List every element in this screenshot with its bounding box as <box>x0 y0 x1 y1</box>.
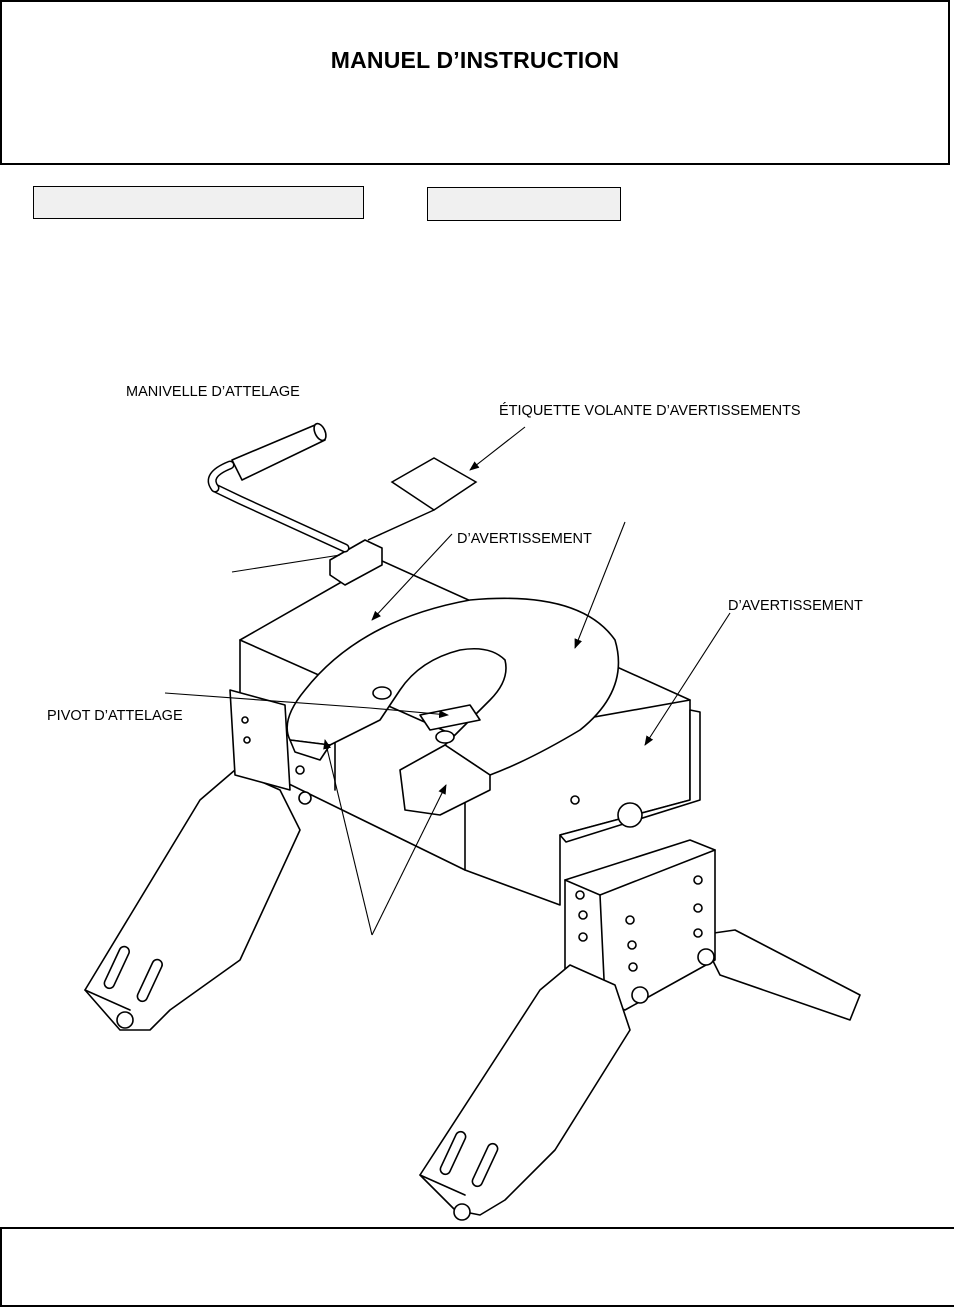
leg-slot <box>439 1130 467 1176</box>
right-leg <box>419 964 631 1216</box>
leg-foot <box>453 1203 471 1221</box>
jaw-right <box>399 744 491 816</box>
crank-handle-label: MANIVELLE D’ATTELAGE <box>126 384 300 400</box>
leg-slot <box>103 945 130 990</box>
leg-slot <box>471 1142 499 1188</box>
warning-tag-shape <box>390 457 478 511</box>
leg-foot <box>116 1011 134 1029</box>
warning-label-1: D’AVERTISSEMENT <box>457 531 592 547</box>
hitch-pivot-label: PIVOT D’ATTELAGE <box>47 708 183 724</box>
warning-tag-label: ÉTIQUETTE VOLANTE D’AVERTISSEMENTS <box>499 403 801 419</box>
leader-warning-tag <box>469 426 526 471</box>
left-leg <box>84 769 301 1031</box>
hitch-head-plate <box>286 597 620 776</box>
warning-label-2: D’AVERTISSEMENT <box>728 598 863 614</box>
leader-jaw-right <box>371 784 447 936</box>
leg-slot <box>136 958 163 1003</box>
leader-pivot-arrow <box>369 707 449 719</box>
leader-warning-1 <box>371 533 453 621</box>
leader-crank <box>231 554 341 573</box>
crank-grip <box>231 424 326 481</box>
number-field <box>427 187 621 221</box>
left-upright <box>229 689 291 791</box>
footer-box <box>0 1227 954 1307</box>
model-field <box>33 186 364 219</box>
header-box: MANUEL D’INSTRUCTION <box>0 0 950 165</box>
leader-warning-top <box>574 521 626 649</box>
leader-pivot <box>164 692 371 709</box>
leader-jaw-left <box>323 739 373 936</box>
rear-right-leg <box>699 929 861 1021</box>
leader-warning-2 <box>644 612 731 746</box>
crank-bracket <box>329 539 383 586</box>
page-title: MANUEL D’INSTRUCTION <box>330 47 620 73</box>
